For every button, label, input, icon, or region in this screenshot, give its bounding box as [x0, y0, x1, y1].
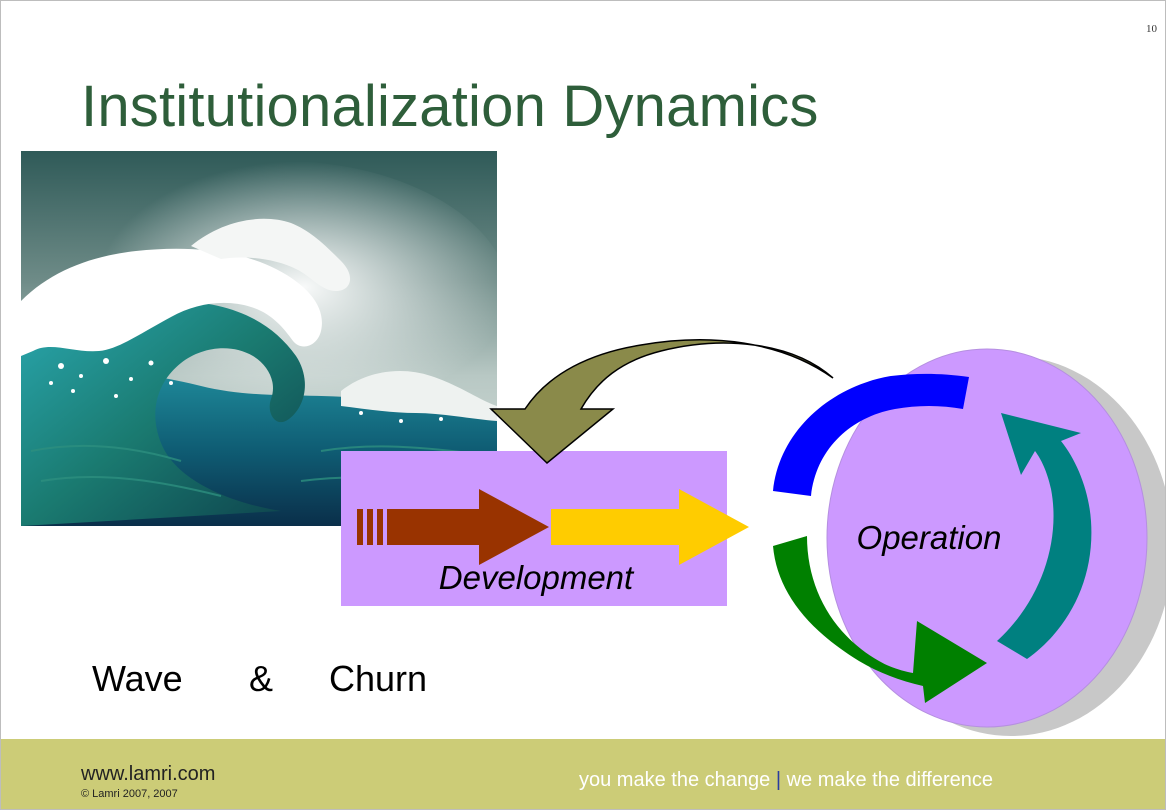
operation-label: Operation: [857, 519, 1002, 556]
caption-ampersand: &: [249, 658, 274, 699]
cycle-arc-blue-icon: [773, 373, 969, 496]
slogan-left: you make the change: [579, 769, 771, 791]
progress-arrow-brown-icon: [357, 489, 549, 565]
development-label: Development: [439, 559, 635, 596]
footer-copyright: © Lamri 2007, 2007: [81, 788, 178, 800]
footer-url[interactable]: www.lamri.com: [81, 763, 216, 785]
caption-churn: Churn: [329, 658, 428, 699]
slide-title: Institutionalization Dynamics: [81, 74, 819, 139]
footer: www.lamri.com © Lamri 2007, 2007 you mak…: [1, 739, 1165, 809]
cycle-arc-teal-icon: [997, 413, 1092, 659]
footer-slogan: you make the change | we make the differ…: [579, 769, 993, 792]
curved-feedback-arrow-icon: [489, 339, 834, 465]
operation-circle: [826, 348, 1148, 728]
slogan-right: we make the difference: [786, 769, 993, 791]
progress-arrow-yellow-icon: [551, 489, 749, 565]
process-diagram: Development Operation: [341, 339, 1165, 736]
cycle-arc-green-icon: [773, 536, 987, 703]
slide-number: 10: [1146, 23, 1157, 35]
caption-wave: Wave: [92, 658, 183, 699]
slogan-separator: |: [775, 769, 782, 791]
